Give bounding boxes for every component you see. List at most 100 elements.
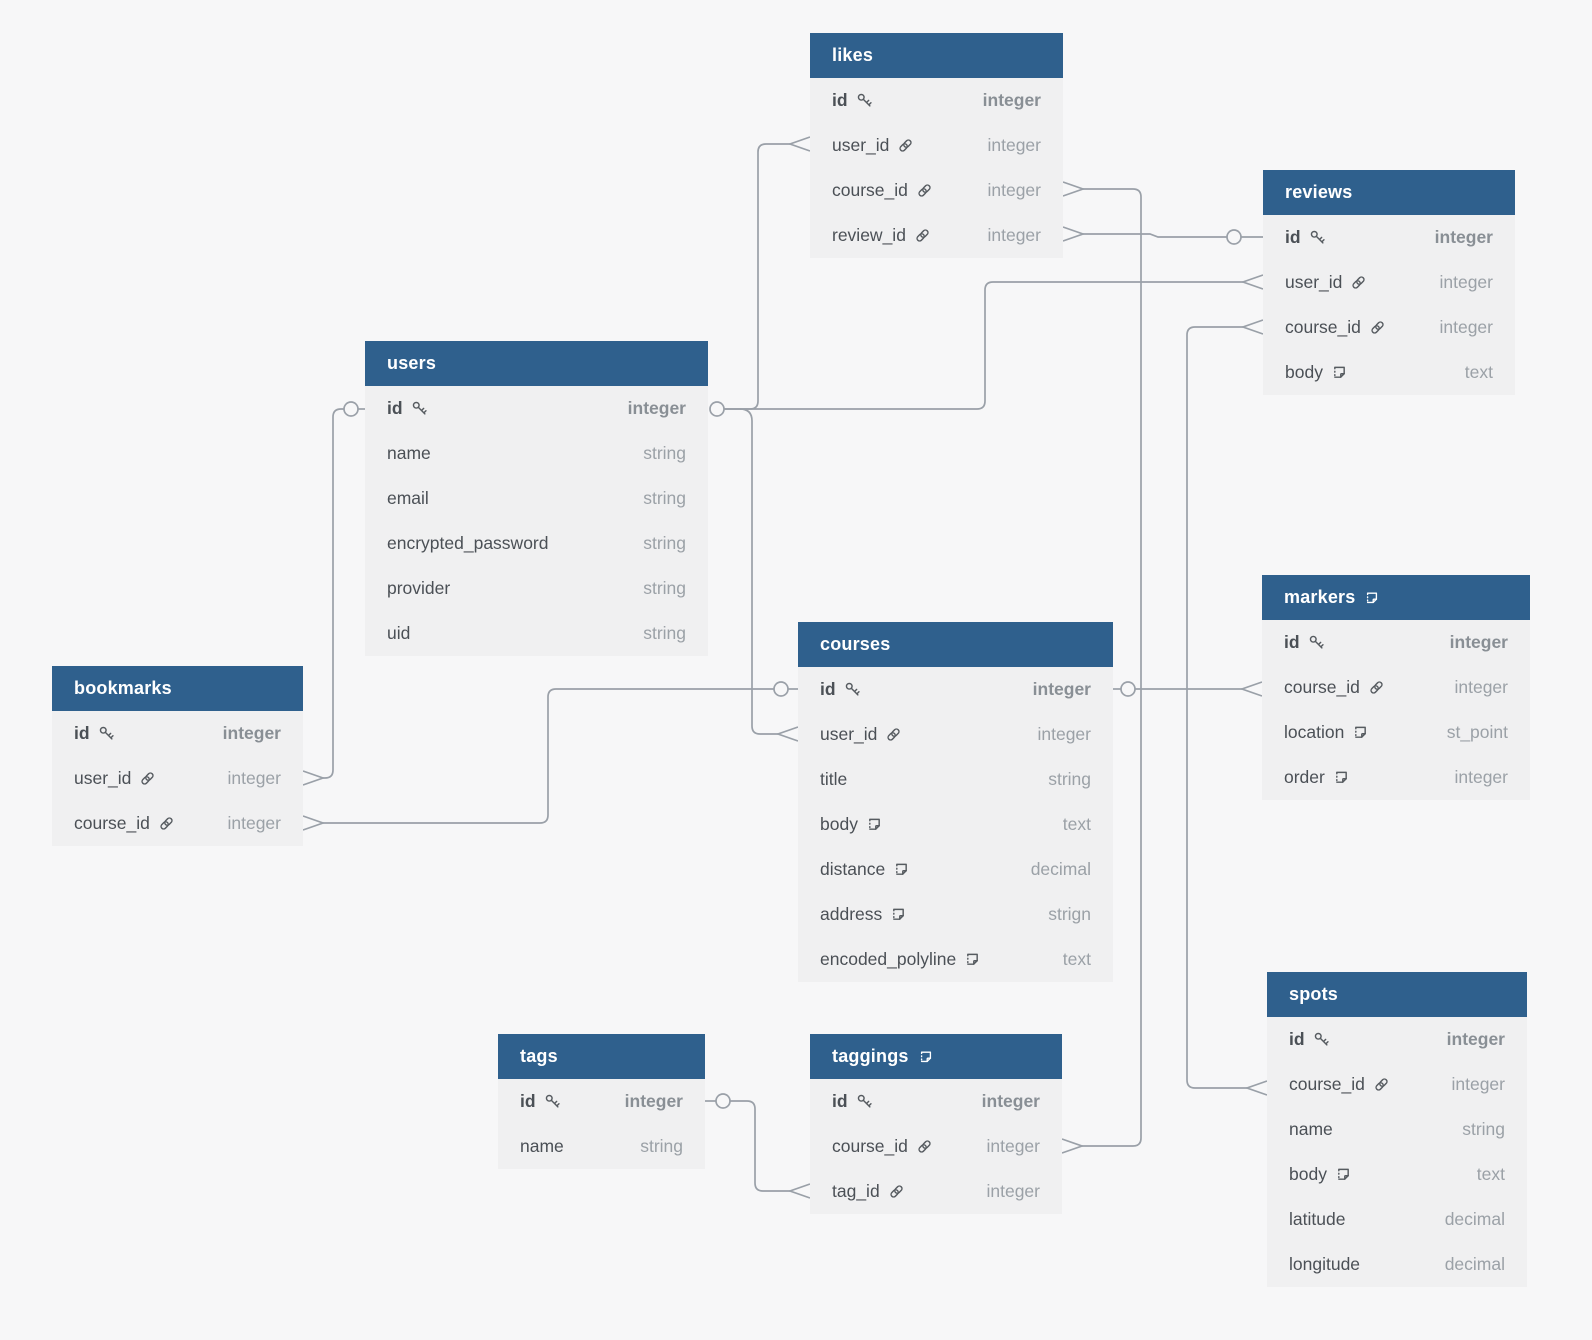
table-title: likes [832,45,874,65]
field-name: location [1284,722,1345,742]
field-type: integer [222,723,281,743]
crowfoot-many-end [1240,274,1264,290]
field-name: user_id [74,768,132,788]
field-name: latitude [1289,1209,1346,1229]
field-name: order [1284,767,1325,787]
relationship-line [323,688,774,824]
field-type: string [1048,769,1091,789]
note-icon [893,861,910,878]
circle-one-end [709,401,725,417]
link-icon [916,1138,933,1155]
note-icon [1333,769,1350,786]
key-icon [1313,1031,1330,1048]
field-name: id [74,723,90,743]
field-type: string [1462,1119,1505,1139]
note-icon [1352,724,1369,741]
table-header[interactable]: reviews [1263,170,1515,215]
link-icon [897,137,914,154]
link-icon [916,182,933,199]
field-name: body [820,814,858,834]
table-header[interactable]: users [365,341,708,386]
key-icon [856,92,873,109]
crowfoot-many-end [1240,319,1264,335]
table-title: users [387,353,437,373]
field-name: encoded_polyline [820,949,957,969]
crowfoot-many-end [302,770,326,786]
relationship-line [1186,326,1243,689]
field-type: integer [624,1091,683,1111]
link-icon [1373,1076,1390,1093]
table-header[interactable]: markers [1262,575,1530,620]
field-name: id [387,398,403,418]
field-name: body [1285,362,1323,382]
field-name: id [832,1091,848,1111]
field-row-id: id integer [52,711,303,756]
table-header[interactable]: likes [810,33,1063,78]
table-title: tags [520,1046,558,1066]
field-type: string [643,578,686,598]
crowfoot-many-end [1062,226,1086,242]
table-header[interactable]: spots [1267,972,1527,1017]
key-icon [1308,634,1325,651]
circle-one-end [715,1093,731,1109]
link-icon [1369,319,1386,336]
key-icon [844,681,861,698]
link-icon [914,227,931,244]
field-name: encrypted_password [387,533,549,553]
field-name: course_id [74,813,150,833]
table-title: reviews [1285,182,1353,202]
table-header[interactable]: bookmarks [52,666,303,711]
note-icon [1364,590,1380,606]
crowfoot-many-end [1061,1138,1085,1154]
crowfoot-many-end [787,136,811,152]
field-name: id [1285,227,1301,247]
field-type: integer [987,225,1041,245]
field-type: text [1062,814,1091,834]
circle-one-end [1120,681,1136,697]
table-title: taggings [832,1046,909,1066]
table-header[interactable]: courses [798,622,1113,667]
field-name: id [1284,632,1300,652]
link-icon [1350,274,1367,291]
crowfoot-many-end [1244,1080,1268,1096]
table-header[interactable]: taggings [810,1034,1062,1079]
field-type: integer [986,1136,1040,1156]
link-icon [888,1183,905,1200]
field-type: integer [627,398,686,418]
relationship-line [724,143,790,410]
note-icon [1335,1166,1352,1183]
field-type: integer [986,1181,1040,1201]
table-header[interactable]: tags [498,1034,705,1079]
field-name: user_id [832,135,890,155]
field-type: string [640,1136,683,1156]
